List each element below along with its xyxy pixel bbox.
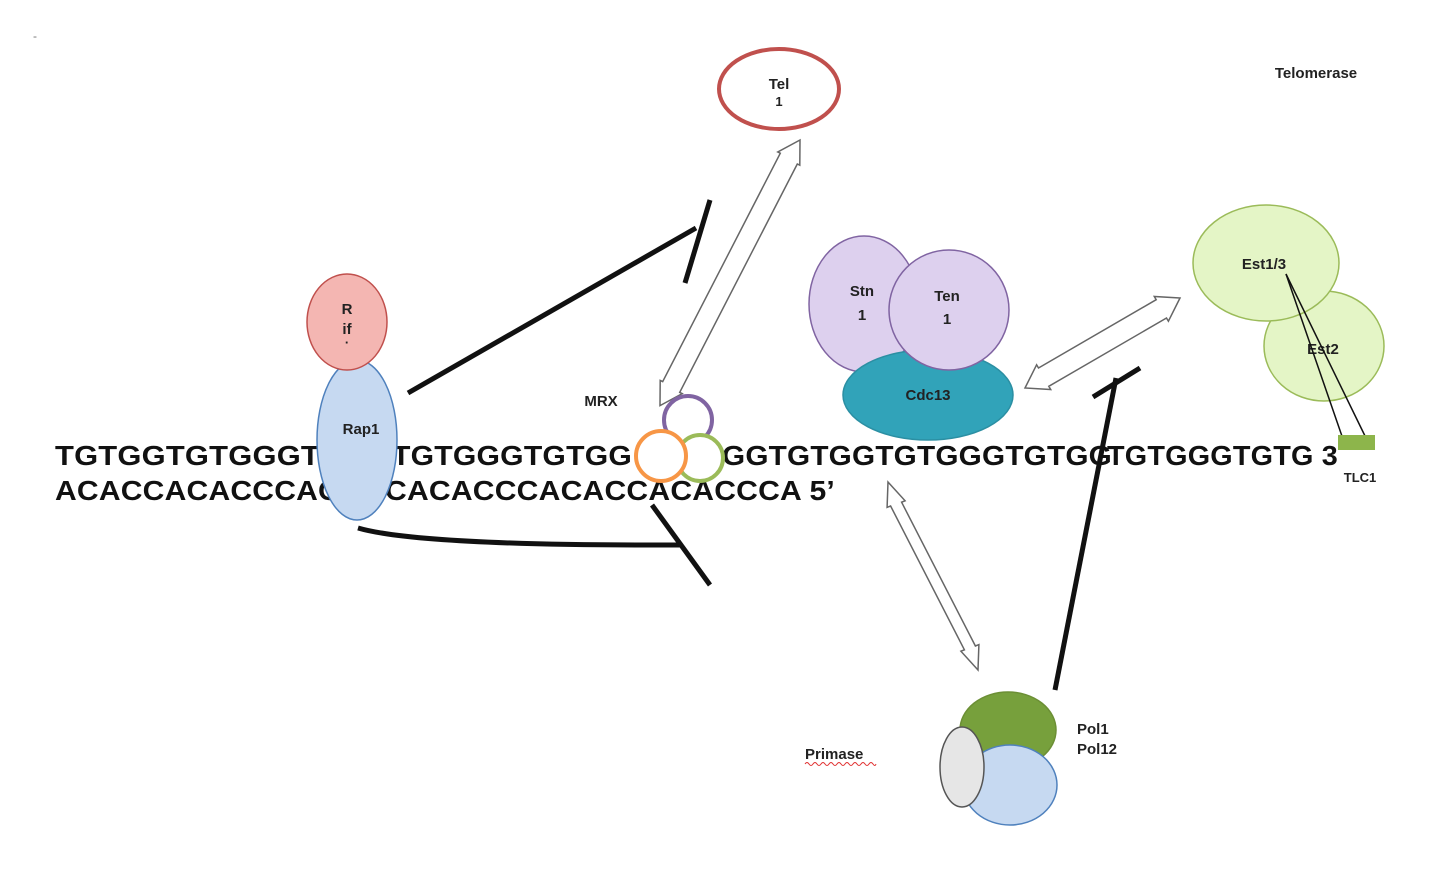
est13-ellipse (1192, 204, 1340, 322)
rif-label-line3: · (345, 335, 349, 350)
dna-top-strand-seg-4: TGTGGGTGTG 3 (1107, 440, 1338, 471)
mrx-subunit-orange (634, 429, 688, 483)
est13-label: Est1/3 (1242, 256, 1286, 273)
rap1-ellipse (316, 359, 398, 521)
tel1-label-line2: 1 (775, 94, 782, 109)
mrx-complex: MRX (584, 393, 725, 483)
ten1-label-line1: Ten (934, 288, 960, 305)
rif-protein: R if · (306, 273, 388, 371)
cst-complex: Stn 1 Ten 1 Cdc13 (808, 235, 1014, 441)
rap1-label: Rap1 (343, 421, 380, 438)
inhibition-pol-to-telomerase (1052, 365, 1142, 691)
rif-label-line1: R (342, 301, 353, 318)
inhibition-rap1-to-mrx (357, 503, 713, 587)
arrow-tel1-mrx (659, 138, 801, 407)
corner-mark: - (33, 29, 37, 43)
tlc1-rna-lines (1285, 273, 1367, 443)
rif-label-line2: if (342, 321, 352, 338)
ten1-label-line2: 1 (943, 311, 951, 328)
dna-bottom-strand-seg-2: CACACCCACACCACACCCA 5’ (385, 475, 835, 506)
stn1-label-line1: Stn (850, 283, 874, 300)
pol-primase-complex: Pol1 Pol12 Primase (804, 691, 1117, 826)
arrow-cdc13-pol (886, 480, 980, 672)
inhibition-rap1-to-tel1 (406, 199, 713, 396)
pol1-label: Pol1 (1077, 721, 1109, 738)
tlc1-rna-block (1338, 435, 1375, 450)
pol12-label: Pol12 (1077, 741, 1117, 758)
dna-top-strand-seg-2: TGTGGGTGTGG (392, 440, 632, 471)
arrow-cdc13-est13 (1023, 295, 1182, 391)
dna-top-strand-seg-1: TGTGGTGTGGGT (55, 440, 320, 471)
rap1-protein: Rap1 (316, 359, 398, 521)
tlc1-label: TLC1 (1344, 470, 1377, 485)
primase-ellipse (939, 726, 985, 808)
tel1-label-line1: Tel (769, 76, 790, 93)
primase-label: Primase (805, 746, 863, 763)
mrx-label: MRX (584, 393, 617, 410)
ten1-circle (888, 249, 1010, 371)
telomerase-complex: Est1/3 Est2 TLC1 (1192, 204, 1385, 485)
primase-spellcheck-underline (804, 762, 877, 766)
stn1-label-line2: 1 (858, 307, 866, 324)
tel1-ellipse (717, 47, 841, 131)
telomerase-label: Telomerase (1275, 65, 1357, 82)
dna-bottom-strand-seg-1: ACACCACACCCAC (55, 475, 340, 506)
rif-ellipse (306, 273, 388, 371)
tel1-protein: Tel 1 (717, 47, 841, 131)
dna-top-strand-seg-3: GGTGTGGTGTGGGTGTGG (722, 440, 1112, 471)
cdc13-label: Cdc13 (905, 387, 950, 404)
